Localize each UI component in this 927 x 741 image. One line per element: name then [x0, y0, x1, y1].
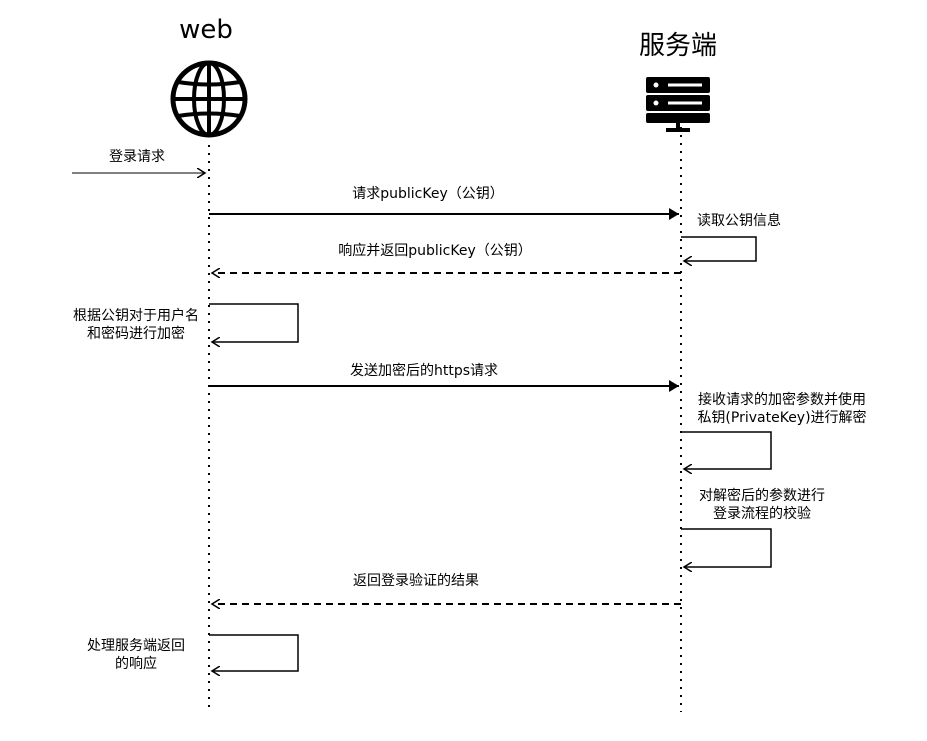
handle-response-line-1: 处理服务端返回: [87, 638, 185, 654]
request-public-key-label: 请求publicKey（公钥）: [352, 186, 504, 202]
verify-login-label: 对解密后的参数进行 登录流程的校验: [687, 487, 837, 523]
handle-response-loop: [209, 634, 299, 671]
encrypt-credentials-line-1: 根据公钥对于用户名: [73, 308, 199, 324]
read-public-key-info-label: 读取公钥信息: [697, 213, 781, 229]
return-public-key-label: 响应并返回publicKey（公钥）: [338, 243, 532, 259]
verify-login-line-2: 登录流程的校验: [713, 506, 811, 522]
server-actor-title: 服务端: [638, 31, 718, 61]
web-actor-title: web: [179, 15, 233, 45]
globe-icon: [170, 60, 248, 138]
login-request-label: 登录请求: [109, 149, 165, 165]
handle-response-label: 处理服务端返回 的响应: [78, 637, 194, 673]
decrypt-params-line-2: 私钥(PrivateKey)进行解密: [697, 410, 867, 426]
verify-login-loop: [681, 528, 772, 567]
server-icon: [646, 77, 710, 132]
encrypt-credentials-line-2: 和密码进行加密: [87, 326, 185, 342]
encrypt-credentials-label: 根据公钥对于用户名 和密码进行加密: [66, 307, 206, 343]
encrypt-credentials-loop: [209, 303, 299, 342]
decrypt-params-label: 接收请求的加密参数并使用 私钥(PrivateKey)进行解密: [687, 391, 877, 427]
send-encrypted-https-label: 发送加密后的https请求: [349, 363, 499, 379]
read-public-key-loop: [681, 236, 757, 261]
decrypt-params-loop: [681, 431, 772, 469]
verify-login-line-1: 对解密后的参数进行: [699, 488, 825, 504]
decrypt-params-line-1: 接收请求的加密参数并使用: [698, 392, 866, 408]
return-verify-result-label: 返回登录验证的结果: [353, 573, 479, 589]
handle-response-line-2: 的响应: [115, 656, 157, 672]
